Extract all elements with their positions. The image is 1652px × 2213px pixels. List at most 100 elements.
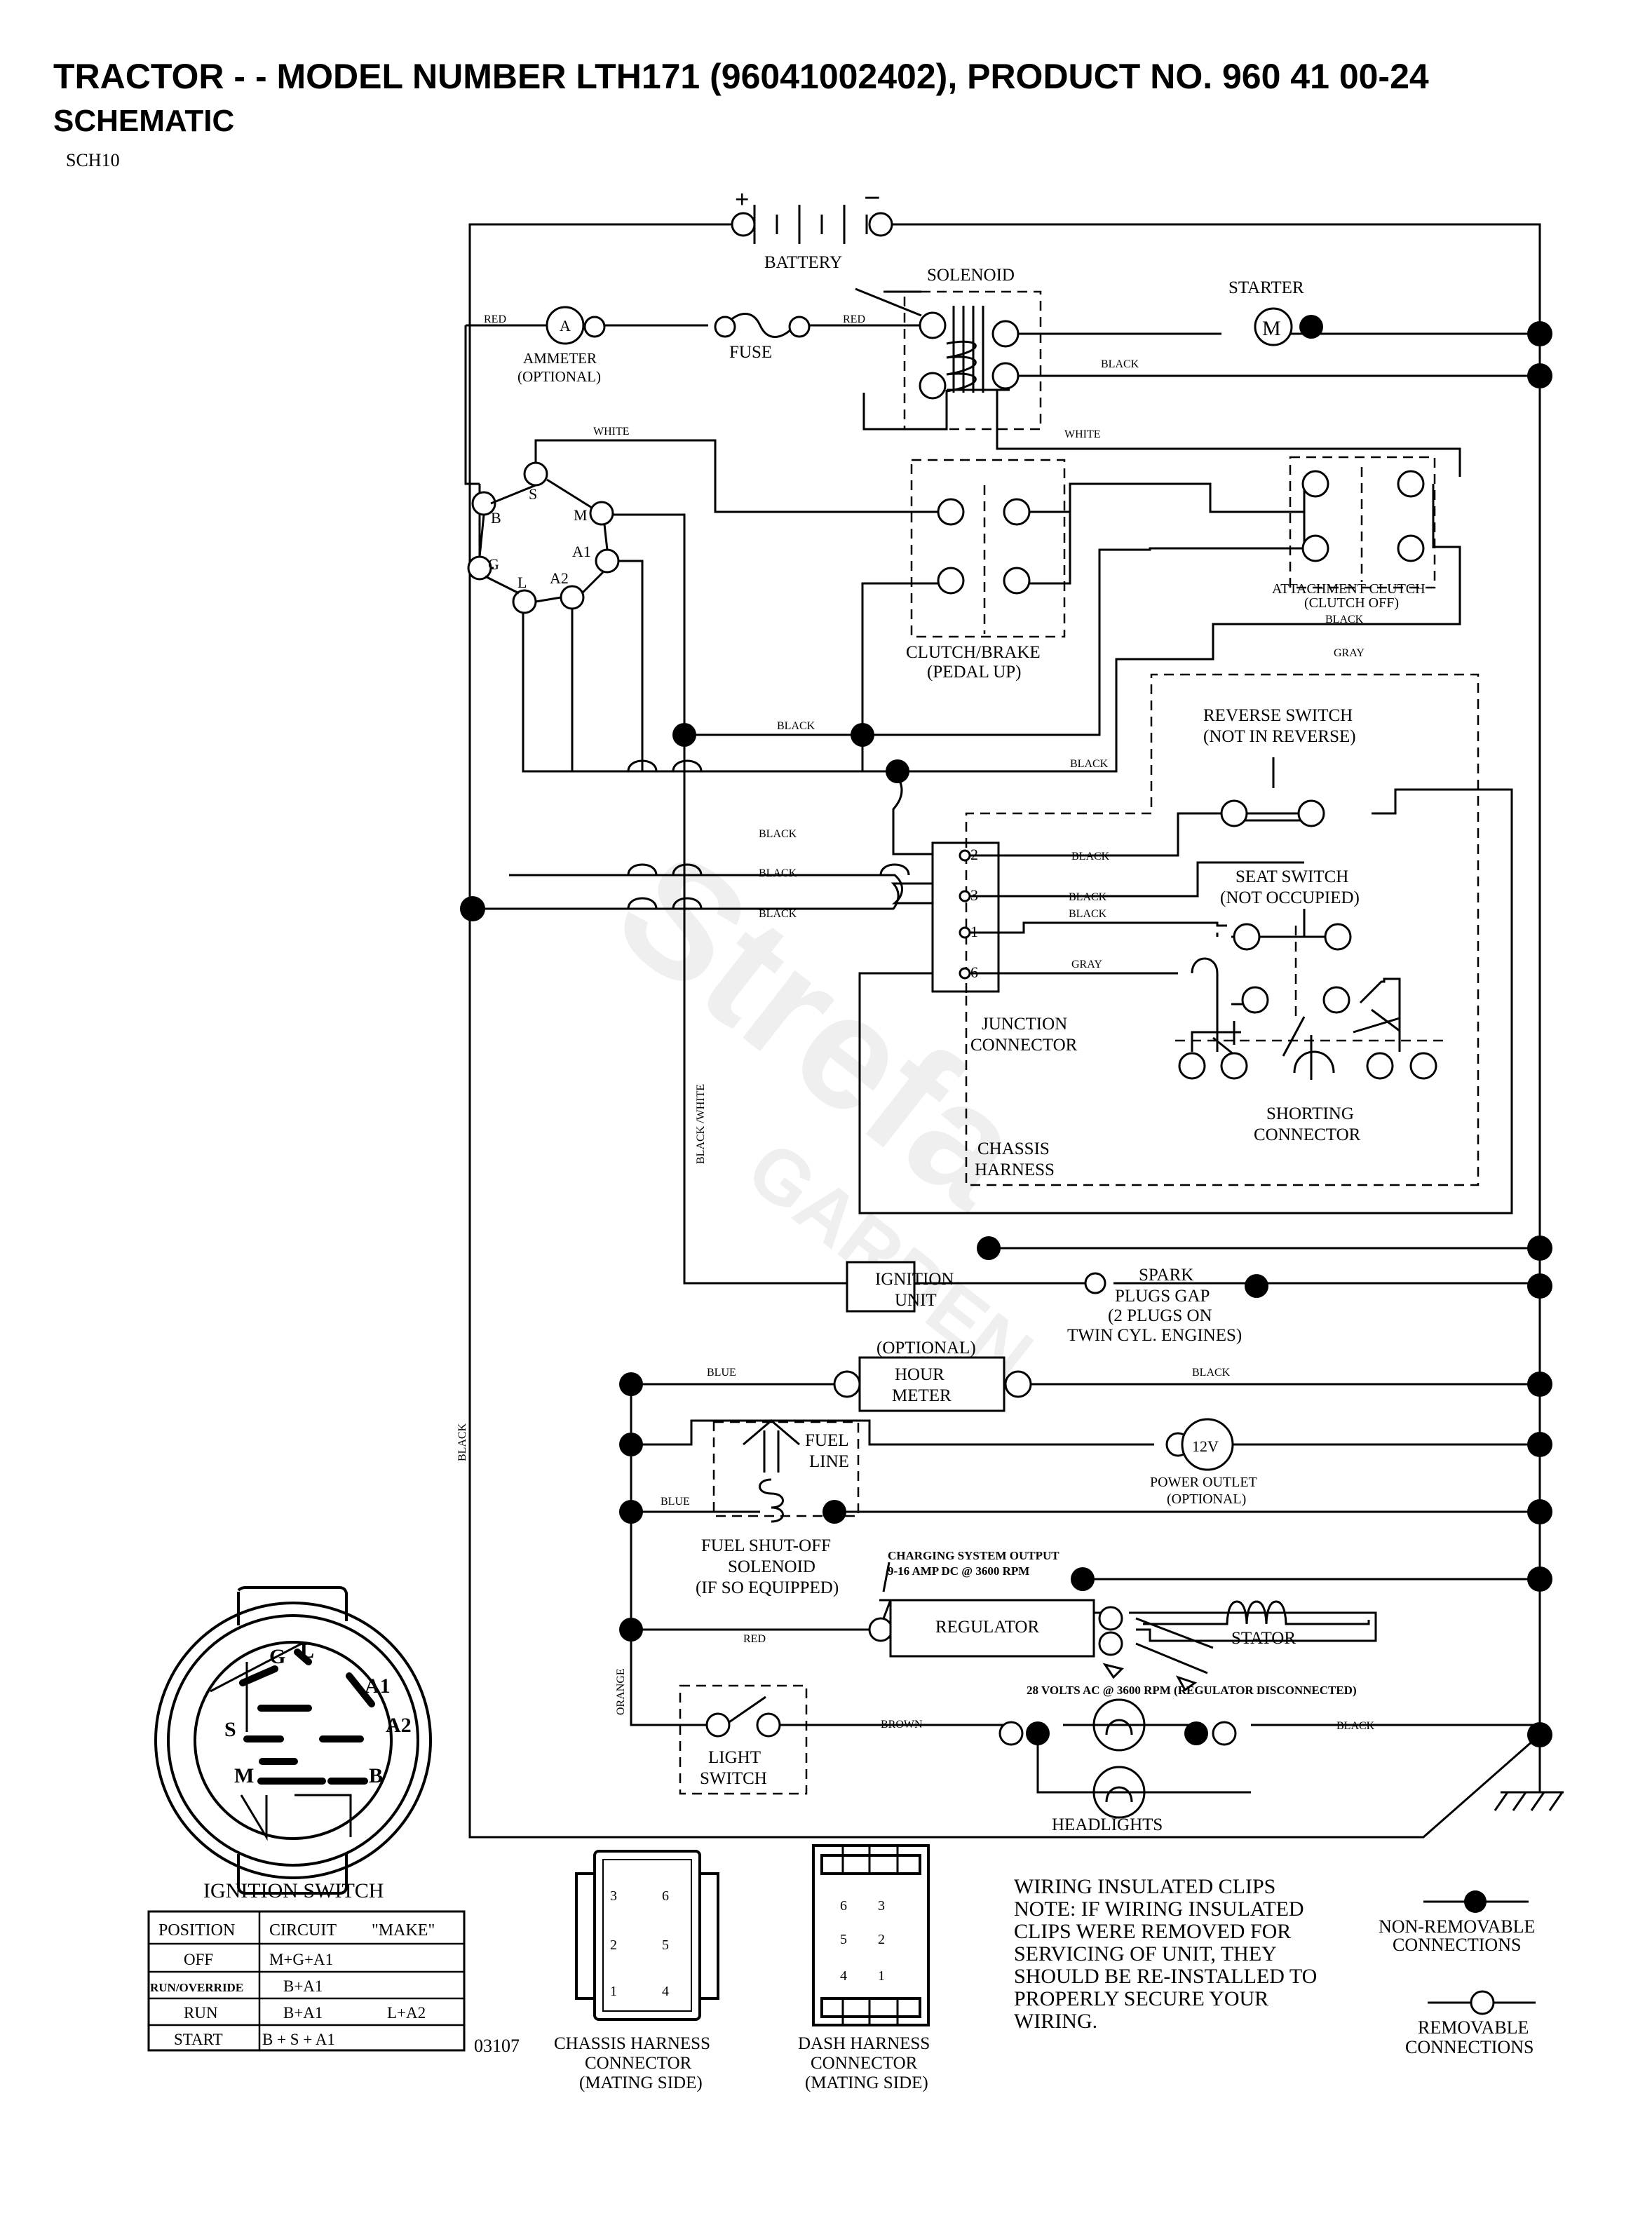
junction-pin-1: 1: [970, 923, 978, 940]
hour-meter-label-1: HOUR: [895, 1365, 945, 1384]
legend-removable-1: REMOVABLE: [1418, 2017, 1529, 2038]
chassis-pin-6: 6: [662, 1888, 669, 1904]
chassis-connector-label-3: (MATING SIDE): [579, 2073, 703, 2092]
ign-switch-inner: [194, 1641, 393, 1840]
ign-switch-ring: [167, 1614, 419, 1867]
black-harness-wire-3: [631, 874, 933, 905]
fuel-line-label-1: FUEL: [805, 1431, 849, 1450]
wire-black-attach: BLACK: [1325, 614, 1364, 625]
wire-black-frame: BLACK: [456, 1423, 468, 1461]
non-removable-connections: [460, 315, 1552, 1747]
wire-white-2: WHITE: [1064, 428, 1101, 440]
white-wire-s: [534, 439, 951, 513]
power-outlet-symbol-text: 12V: [1192, 1437, 1219, 1455]
table-row-3-circuit: B + S + A1: [262, 2031, 335, 2048]
table-header-circuit: CIRCUIT: [269, 1921, 337, 1940]
attachment-clutch-box: [1289, 456, 1436, 589]
ign-black-wire: [478, 484, 951, 773]
table-header-position: POSITION: [158, 1921, 235, 1940]
watermark: Strefa GARDEN: [585, 816, 1058, 1398]
battery-label: BATTERY: [764, 253, 842, 272]
dash-connector-label-2: CONNECTOR: [811, 2054, 918, 2073]
wire-white-1: WHITE: [593, 426, 630, 438]
solenoid-label: SOLENOID: [927, 266, 1015, 285]
wire-black-4: BLACK: [759, 867, 797, 879]
ign-term-label-m: M: [574, 506, 588, 524]
ign-pin-s: S: [224, 1718, 236, 1741]
solenoid-box: [903, 290, 1042, 431]
spark-label-4: TWIN CYL. ENGINES): [1067, 1326, 1242, 1345]
chassis-pin-2: 2: [610, 1937, 617, 1953]
hour-meter-optional: (OPTIONAL): [876, 1339, 976, 1358]
ign-ring-links: [478, 478, 609, 603]
charging-label-1: CHARGING SYSTEM OUTPUT: [888, 1549, 1059, 1562]
wire-black-white: BLACK /WHITE: [695, 1084, 707, 1164]
regulator-label: REGULATOR: [935, 1618, 1039, 1637]
clips-note-line-5: PROPERLY SECURE YOUR: [1014, 1987, 1268, 2010]
wire-black-2: BLACK: [1070, 758, 1109, 770]
spark-label-3: (2 PLUGS ON: [1108, 1306, 1212, 1325]
wire-black-j1: BLACK: [1069, 908, 1107, 920]
headlight-lower: [1092, 1766, 1146, 1819]
ammeter-optional: (OPTIONAL): [517, 368, 601, 385]
headlight-filaments: [1105, 1719, 1133, 1803]
page-subtitle: SCHEMATIC: [53, 104, 235, 138]
starter-symbol: M: [1262, 317, 1281, 340]
junction-3-wire: [968, 861, 1304, 898]
ignition-unit-box: [846, 1261, 916, 1313]
clips-note-line-0: WIRING INSULATED CLIPS: [1014, 1875, 1275, 1898]
dash-connector-label-1: DASH HARNESS: [798, 2034, 930, 2053]
dash-pin-5: 5: [840, 1932, 847, 1947]
chassis-connector-label-1: CHASSIS HARNESS: [554, 2034, 710, 2053]
ignition-unit-label-1: IGNITION: [875, 1270, 954, 1289]
ammeter-to-ign-wire: [464, 325, 480, 485]
wire-blue-2: BLUE: [661, 1496, 690, 1508]
power-outlet-wire: [631, 1419, 1540, 1446]
fuel-solenoid-label-1: FUEL SHUT-OFF: [701, 1536, 831, 1555]
fuel-shutoff-box: [712, 1421, 860, 1517]
regulator-box: [889, 1599, 1095, 1658]
shorting-connector-body: [1293, 1035, 1335, 1080]
light-switch-label-2: SWITCH: [700, 1769, 767, 1788]
ignition-terminal-ring: [467, 461, 620, 614]
ign-term-label-a1: A1: [572, 543, 591, 560]
ground-symbol: [1494, 1791, 1564, 1811]
table-frame: [147, 1910, 466, 2052]
ign-switch-tabs: [237, 1592, 348, 1895]
ign-term-s: [523, 461, 548, 487]
clutch-brake-right-wire: [1025, 510, 1071, 585]
wire-orange: ORANGE: [615, 1668, 627, 1715]
dash-pin-1: 1: [878, 1968, 885, 1984]
ammeter-symbol-text: A: [560, 317, 571, 334]
attach-black-wire: [687, 547, 1304, 736]
ign-pin-l: L: [300, 1639, 314, 1663]
reverse-switch-sub: (NOT IN REVERSE): [1203, 727, 1356, 746]
table-row-3-position: START: [174, 2031, 223, 2048]
table-row-2-circuit: B+A1: [283, 2004, 323, 2022]
black-harness-wire-2: [572, 770, 933, 855]
clips-note-line-6: WIRING.: [1014, 2010, 1097, 2033]
junction-pin-3: 3: [970, 886, 978, 904]
reverse-switch-label: REVERSE SWITCH: [1203, 706, 1353, 725]
light-switch-blade: [724, 1696, 766, 1726]
fuel-line-label-2: LINE: [809, 1452, 849, 1471]
attachment-clutch-sub: (CLUTCH OFF): [1304, 595, 1399, 611]
ign-term-label-g: G: [488, 555, 499, 573]
clips-note-line-4: SHOULD BE RE-INSTALLED TO: [1014, 1965, 1317, 1988]
dash-connector-label-3: (MATING SIDE): [805, 2073, 928, 2092]
headlight-upper: [1092, 1698, 1146, 1752]
seat-switch-sub: (NOT OCCUPIED): [1220, 888, 1360, 907]
table-row-2-position: RUN: [184, 2004, 218, 2022]
starter-label: STARTER: [1228, 278, 1304, 297]
table-row-1-circuit: B+A1: [283, 1977, 323, 1995]
table-row-0-circuit: M+G+A1: [269, 1951, 333, 1968]
dash-pin-2: 2: [878, 1932, 885, 1947]
dash-pin-6: 6: [840, 1898, 847, 1914]
wire-black-3: BLACK: [759, 828, 797, 840]
spark-label-1: SPARK: [1139, 1266, 1193, 1285]
fuel-solenoid-coil: [743, 1419, 800, 1523]
seat-switch-body: [1216, 909, 1340, 938]
removable-connections: [583, 212, 1437, 1746]
ign-pin-g: G: [269, 1645, 285, 1668]
chassis-label-2: HARNESS: [975, 1160, 1055, 1179]
